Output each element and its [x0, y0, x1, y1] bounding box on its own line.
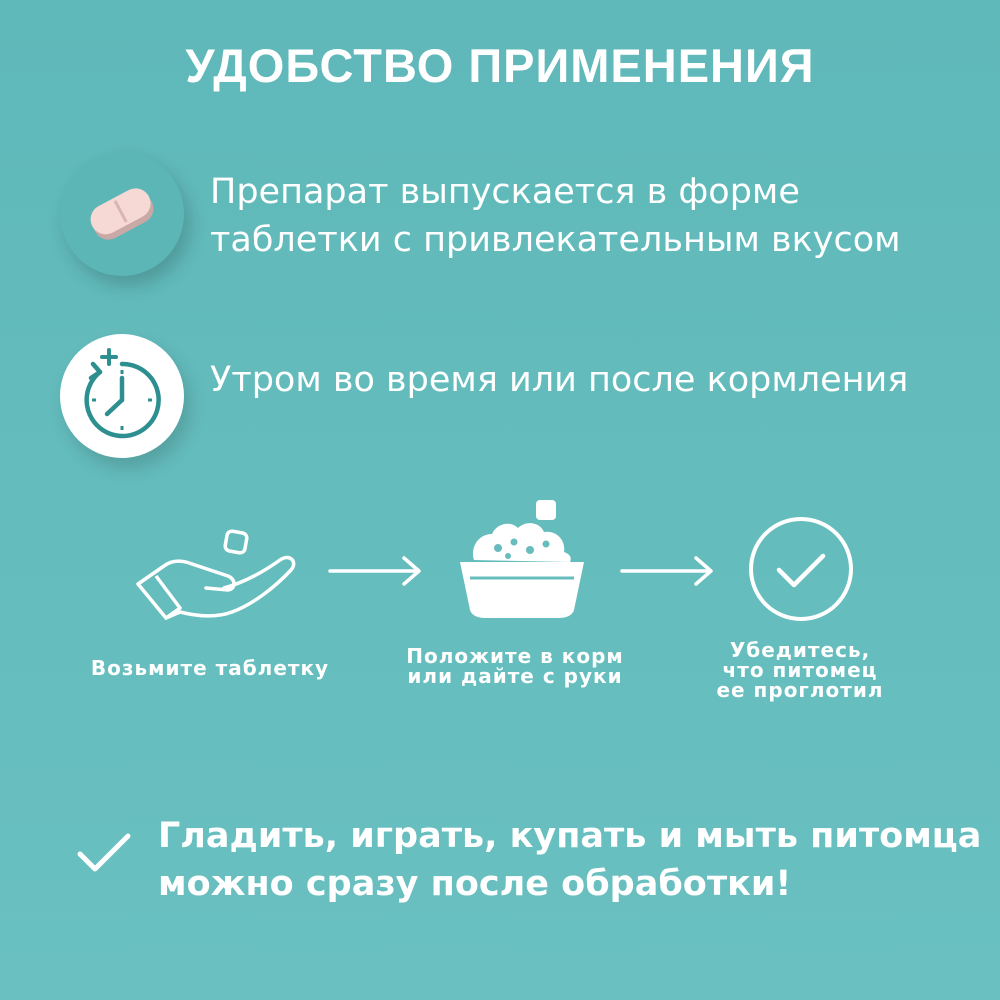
step-label-line: Положите в корм — [406, 644, 624, 668]
step-take-tablet-label: Возьмите таблетку — [70, 658, 350, 678]
step-put-in-food-label: Положите в корм или дайте с руки — [390, 646, 640, 686]
pill-badge — [60, 152, 184, 276]
step-label-line: что питомец — [722, 658, 878, 682]
feature-line: Утром во время или после кормления — [210, 360, 909, 400]
feature-line: таблетки с привлекательным вкусом — [210, 220, 901, 260]
feature-pill-text: Препарат выпускается в форме таблетки с … — [210, 168, 901, 264]
step-label-line: или дайте с руки — [407, 664, 623, 688]
pill-icon — [90, 188, 154, 240]
hand-with-tablet-icon — [136, 529, 296, 620]
note-line: можно сразу после обработки! — [158, 864, 792, 904]
arrow-right-icon — [620, 556, 713, 586]
page-title: УДОБСТВО ПРИМЕНЕНИЯ — [185, 39, 815, 92]
step-ensure-swallowed-label: Убедитесь, что питомец ее проглотил — [680, 640, 920, 700]
bottom-note: Гладить, играть, купать и мыть питомца м… — [158, 812, 981, 908]
feature-line: Препарат выпускается в форме — [210, 172, 800, 212]
step-label-line: Возьмите таблетку — [90, 656, 330, 680]
feature-clock-text: Утром во время или после кормления — [210, 356, 908, 404]
step-label-line: ее проглотил — [716, 678, 884, 702]
food-bowl-icon — [460, 500, 584, 618]
check-icon — [77, 833, 131, 872]
clock-icon — [84, 348, 161, 439]
arrow-right-icon — [328, 556, 421, 586]
clock-badge — [60, 334, 184, 458]
step-label-line: Убедитесь, — [729, 638, 871, 662]
note-line: Гладить, играть, купать и мыть питомца — [158, 816, 982, 856]
check-circle-icon — [749, 517, 853, 621]
